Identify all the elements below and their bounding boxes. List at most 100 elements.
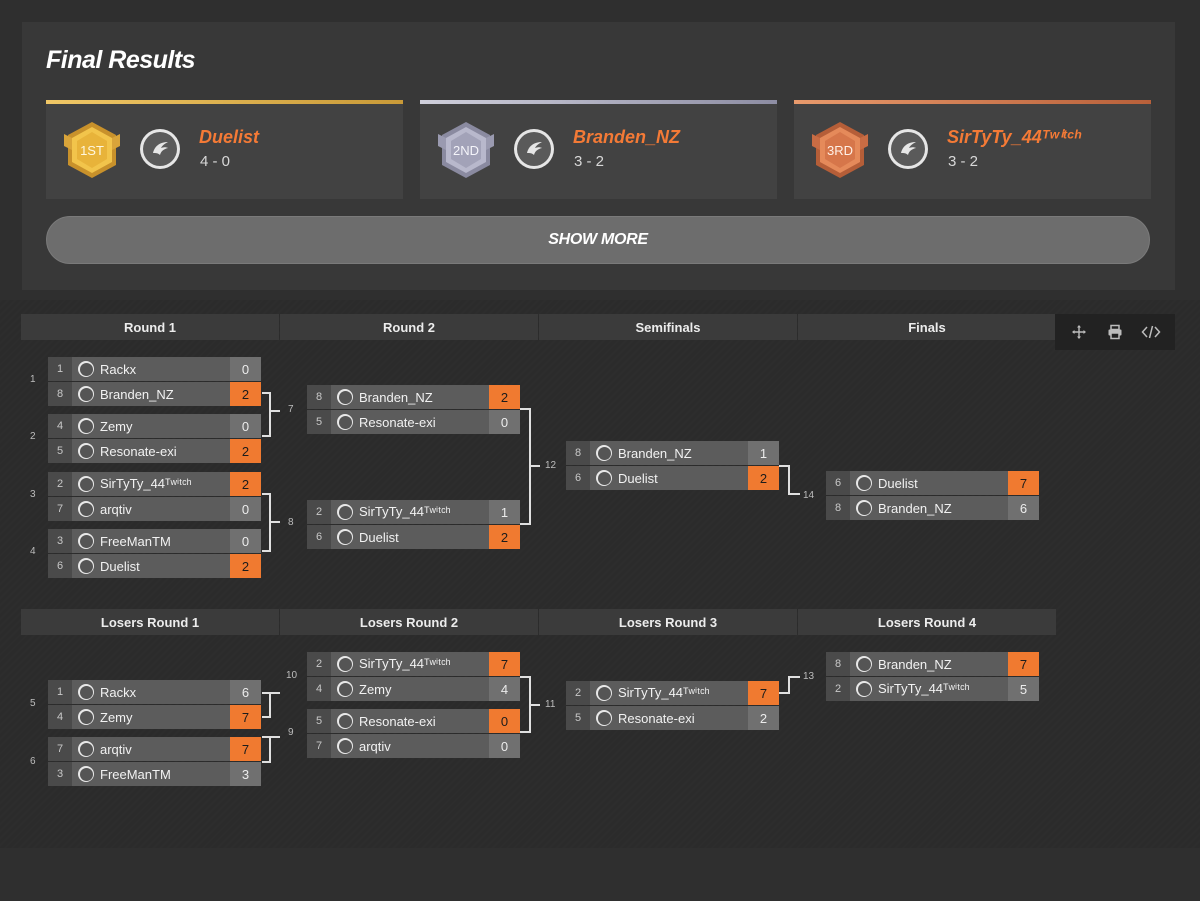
team-logo-icon xyxy=(596,710,612,726)
seed: 1 xyxy=(48,680,72,704)
seed: 8 xyxy=(307,385,331,409)
seed: 7 xyxy=(48,497,72,521)
team-logo-icon xyxy=(596,470,612,486)
team-logo-icon xyxy=(78,476,94,492)
podium-card-third[interactable]: 3RD SirTyTy_44ᵀʷⁱᵗᶜʰ 3 - 2 xyxy=(794,100,1151,199)
move-icon[interactable] xyxy=(1068,321,1090,343)
gold-accent-bar xyxy=(46,100,403,104)
seed: 5 xyxy=(307,709,331,733)
team-logo-icon xyxy=(856,500,872,516)
player-name: SirTyTy_44ᵀʷⁱᵗᶜʰ xyxy=(100,476,192,491)
team-logo-icon xyxy=(337,681,353,697)
team-logo-icon xyxy=(78,501,94,517)
bronze-medal-icon: 3RD xyxy=(812,122,868,178)
player-name: Zemy xyxy=(359,681,392,697)
player-name: SirTyTy_44ᵀʷⁱᵗᶜʰ xyxy=(359,504,451,519)
podium-score: 3 - 2 xyxy=(574,153,605,170)
score: 3 xyxy=(230,762,261,786)
podium-card-second[interactable]: 2ND Branden_NZ 3 - 2 xyxy=(420,100,777,199)
podium-name[interactable]: SirTyTy_44ᵀʷⁱᵗᶜʰ xyxy=(947,127,1082,147)
match-slot[interactable]: 5 Resonate-exi 2 xyxy=(48,439,261,463)
team-logo-icon xyxy=(78,361,94,377)
score: 2 xyxy=(230,439,261,463)
score: 0 xyxy=(230,529,261,553)
podium-name[interactable]: Duelist xyxy=(199,127,260,147)
team-logo-icon xyxy=(78,418,94,434)
player-name: Rackx xyxy=(100,361,137,377)
team-logo-icon xyxy=(337,389,353,405)
round-header: Losers Round 2 xyxy=(280,609,538,635)
team-logo-icon xyxy=(78,533,94,549)
print-icon[interactable] xyxy=(1104,321,1126,343)
round-header: Semifinals xyxy=(539,314,797,340)
podium-card-first[interactable]: 1ST Duelist 4 - 0 xyxy=(46,100,403,199)
player-name: Duelist xyxy=(100,558,140,574)
team-logo-icon xyxy=(140,129,180,169)
score: 7 xyxy=(1008,652,1039,676)
player-name: Resonate-exi xyxy=(100,443,177,459)
match-number: 14 xyxy=(803,490,815,501)
team-logo-icon xyxy=(78,386,94,402)
show-more-button[interactable]: SHOW MORE xyxy=(46,216,1150,264)
score: 7 xyxy=(230,705,261,729)
player-name: Resonate-exi xyxy=(359,414,436,430)
team-logo-icon xyxy=(337,656,353,672)
podium-score: 3 - 2 xyxy=(948,153,979,170)
match-number: 7 xyxy=(288,404,294,415)
player-name: Duelist xyxy=(878,475,918,491)
team-logo-icon xyxy=(596,685,612,701)
seed: 5 xyxy=(48,439,72,463)
score: 0 xyxy=(230,414,261,438)
team-logo-icon xyxy=(856,475,872,491)
team-logo-icon xyxy=(78,558,94,574)
embed-code-icon[interactable] xyxy=(1140,321,1162,343)
score: 7 xyxy=(489,652,520,676)
podium-name[interactable]: Branden_NZ xyxy=(573,127,681,147)
silver-accent-bar xyxy=(420,100,777,104)
round-header: Losers Round 3 xyxy=(539,609,797,635)
seed: 4 xyxy=(48,414,72,438)
score: 1 xyxy=(748,441,779,465)
